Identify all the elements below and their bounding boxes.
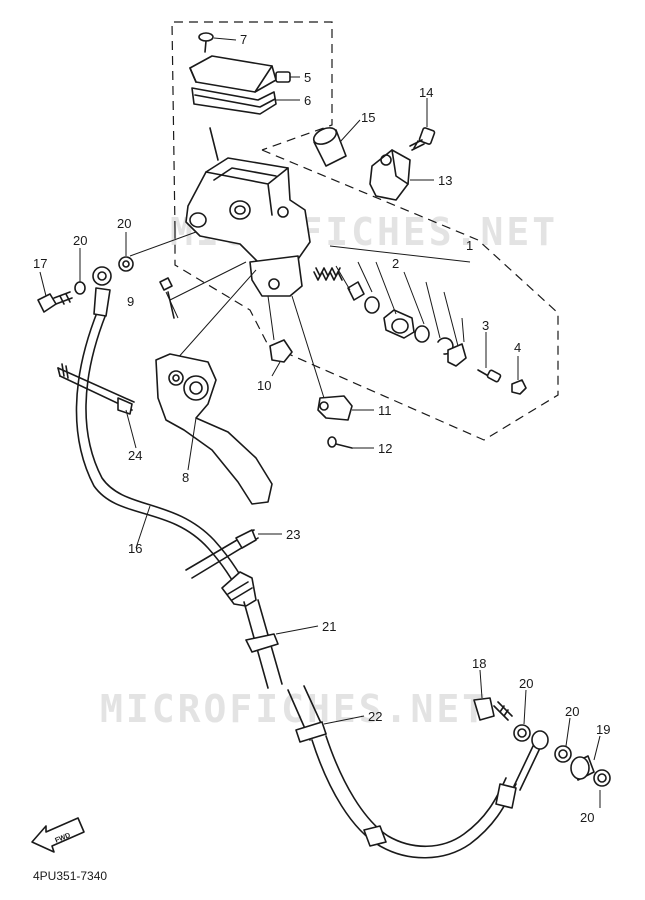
callout-20-e: 20 <box>580 810 594 825</box>
callout-20-d: 20 <box>565 704 579 719</box>
bolt-14[interactable] <box>409 127 436 151</box>
nut-4[interactable] <box>511 379 527 395</box>
hose-clamp-23[interactable] <box>185 529 259 579</box>
callout-16: 16 <box>128 541 142 556</box>
push-rod-3[interactable] <box>477 369 502 383</box>
cap-10[interactable] <box>269 339 293 363</box>
switch-11[interactable] <box>317 395 353 421</box>
callout-23: 23 <box>286 527 300 542</box>
hose-clamp-22[interactable] <box>287 685 327 743</box>
clutch-hose-16[interactable] <box>75 266 251 599</box>
spring-seat[interactable] <box>347 281 365 301</box>
washer-20-d[interactable] <box>554 745 572 763</box>
spring[interactable] <box>313 267 343 281</box>
washer-20-b[interactable] <box>74 281 86 295</box>
callout-20-b: 20 <box>73 233 87 248</box>
callout-13: 13 <box>438 173 452 188</box>
callout-12: 12 <box>378 441 392 456</box>
callout-20-a: 20 <box>117 216 131 231</box>
callout-7: 7 <box>240 32 247 47</box>
callout-17: 17 <box>33 256 47 271</box>
callout-21: 21 <box>322 619 336 634</box>
watermark-bottom: MICROFICHES.NET <box>100 687 488 731</box>
callout-1: 1 <box>466 238 473 253</box>
callout-8: 8 <box>182 470 189 485</box>
hose-assembly-leaders <box>129 231 257 361</box>
callout-5: 5 <box>304 70 311 85</box>
diagram-code: 4PU351-7340 <box>33 869 107 883</box>
lower-assembly-leaders <box>267 295 325 399</box>
union-bolt-19[interactable] <box>570 755 595 781</box>
boot-15[interactable] <box>311 125 347 167</box>
callout-leaders <box>39 37 601 808</box>
master-cylinder-body[interactable] <box>185 127 311 297</box>
washer-20-e[interactable] <box>593 769 611 787</box>
callout-10: 10 <box>257 378 271 393</box>
hose-clamp-24[interactable] <box>57 363 135 415</box>
primary-cup[interactable] <box>364 296 380 314</box>
callout-2: 2 <box>392 256 399 271</box>
diaphragm-6[interactable] <box>191 87 277 115</box>
callout-11: 11 <box>378 403 392 418</box>
callout-labels: 7 5 6 14 15 13 1 2 3 4 20 20 17 9 10 11 … <box>33 32 610 825</box>
callout-4: 4 <box>514 340 521 355</box>
kit-leaders <box>329 245 471 347</box>
callout-18: 18 <box>472 656 486 671</box>
callout-19: 19 <box>596 722 610 737</box>
hose-clamp-21[interactable] <box>243 599 283 689</box>
callout-24: 24 <box>128 448 142 463</box>
clamp-13[interactable] <box>369 149 411 201</box>
reservoir-group-outline <box>171 21 333 231</box>
screw-12[interactable] <box>327 436 353 449</box>
forward-arrow-icon: FWD <box>31 817 85 853</box>
bleeder-bolt-18[interactable] <box>473 697 513 721</box>
washer-20-a[interactable] <box>118 256 134 272</box>
dust-boot[interactable] <box>447 343 467 367</box>
lower-clutch-hose[interactable] <box>311 730 549 859</box>
reservoir-cap-5[interactable] <box>189 55 291 93</box>
piston-2[interactable] <box>383 309 415 339</box>
master-cylinder-assembly-outline <box>174 149 559 441</box>
secondary-cup[interactable] <box>414 325 430 343</box>
screw-7[interactable] <box>198 32 214 53</box>
callout-15: 15 <box>361 110 375 125</box>
lever-8[interactable] <box>155 353 273 505</box>
banjo-bolt-17[interactable] <box>37 291 73 313</box>
callout-6: 6 <box>304 93 311 108</box>
callout-22: 22 <box>368 709 382 724</box>
washer-20-c[interactable] <box>513 724 531 742</box>
callout-20-c: 20 <box>519 676 533 691</box>
hose-joint-boot[interactable] <box>221 571 257 607</box>
callout-3: 3 <box>482 318 489 333</box>
callout-9: 9 <box>127 294 134 309</box>
callout-14: 14 <box>419 85 433 100</box>
bolt-9[interactable] <box>159 277 175 319</box>
